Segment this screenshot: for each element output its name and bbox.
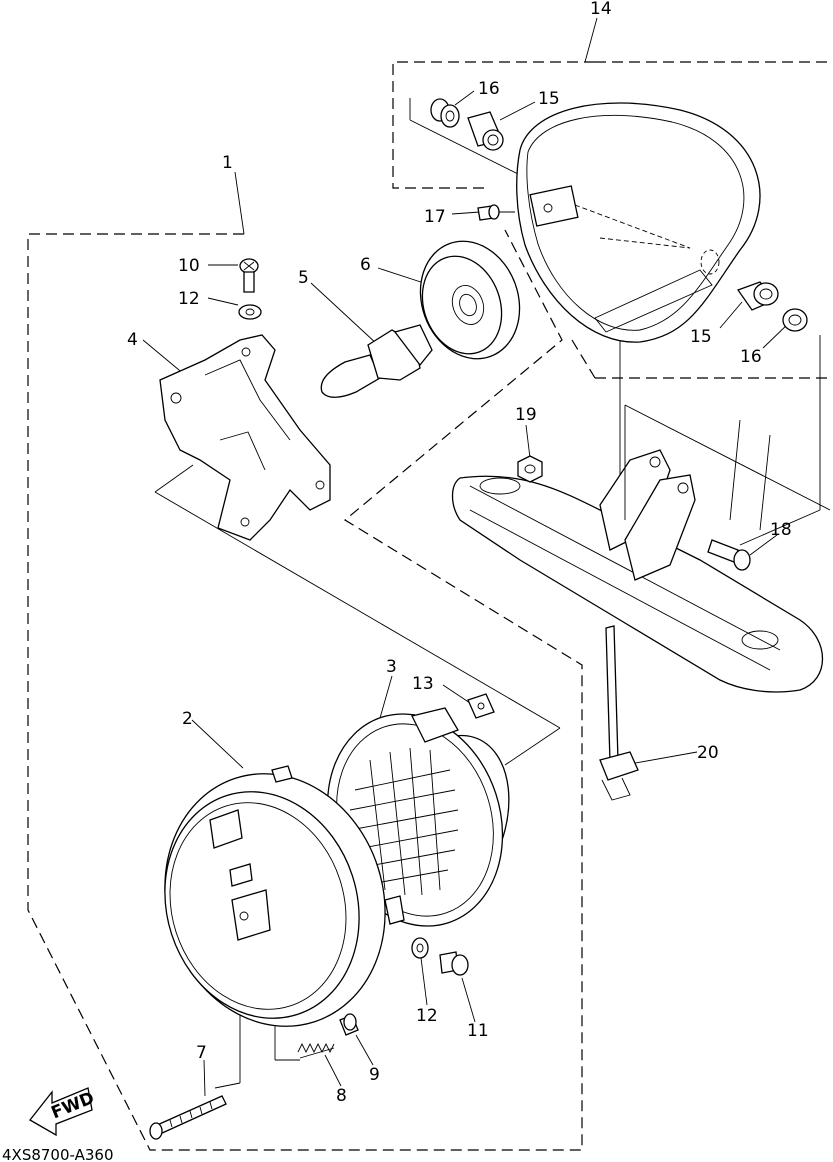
callout-3: 3	[386, 657, 397, 677]
callout-5: 5	[298, 268, 309, 288]
fwd-arrow-icon: FWD	[29, 1087, 97, 1137]
mounting-bracket-4	[159, 334, 331, 541]
callout-13: 13	[412, 674, 434, 694]
callout-10: 10	[178, 256, 200, 276]
callout-7: 7	[196, 1043, 207, 1063]
socket-6	[419, 240, 521, 360]
callout-9: 9	[369, 1065, 380, 1085]
collar-16-top	[430, 98, 460, 128]
callout-17: 17	[424, 207, 446, 227]
group-boundaries	[27, 61, 833, 1151]
grommet-15-right	[736, 281, 779, 311]
washer-12-top	[238, 304, 262, 320]
callout-16-top: 16	[478, 79, 500, 99]
adjusting-screw-7	[149, 1095, 227, 1140]
callout-8: 8	[336, 1086, 347, 1106]
callout-15-top: 15	[538, 89, 560, 109]
collar-16-right	[782, 308, 808, 332]
headlight-stay-bracket	[451, 404, 831, 693]
callout-14: 14	[590, 0, 612, 19]
callout-19: 19	[515, 405, 537, 425]
callout-2: 2	[182, 709, 193, 729]
cable-tie-20	[599, 625, 639, 801]
diagram-code: 4XS8700-A360	[2, 1146, 114, 1162]
screw-11	[439, 951, 469, 976]
screw-17	[477, 204, 500, 221]
nut-9	[339, 1013, 359, 1036]
nut-19	[517, 455, 543, 483]
callout-16-right: 16	[740, 347, 762, 367]
callout-11: 11	[467, 1021, 489, 1041]
bolt-18	[707, 539, 751, 571]
callout-labels: 1 2 3 4 5 6 7 8 9 10 11 12 12 13 14 15 1…	[127, 0, 792, 1106]
screw-10	[239, 258, 259, 293]
headlight-rim-2	[164, 765, 386, 1027]
callout-4: 4	[127, 330, 138, 350]
nut-13	[467, 693, 495, 719]
callout-6: 6	[360, 255, 371, 275]
bulb-5	[320, 324, 433, 398]
callout-18: 18	[770, 520, 792, 540]
headlight-shell	[516, 102, 761, 343]
callout-15-right: 15	[690, 327, 712, 347]
grommet-15-top	[467, 111, 504, 151]
callout-20: 20	[697, 743, 719, 763]
callout-12-bottom: 12	[416, 1006, 438, 1026]
spring-8	[297, 1042, 335, 1059]
washer-12-bottom	[411, 937, 429, 959]
callout-1: 1	[222, 153, 233, 173]
callout-12-top: 12	[178, 289, 200, 309]
